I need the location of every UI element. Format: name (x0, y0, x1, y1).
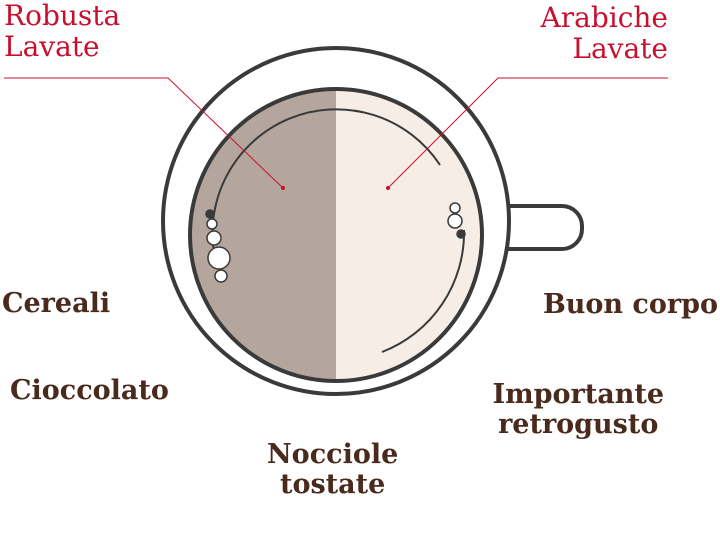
cup-handle (504, 204, 584, 251)
bubbles-right (447, 202, 466, 239)
arabiche-line1: Arabiche (540, 1, 668, 34)
note-buon-corpo: Buon corpo (542, 289, 718, 320)
robusta-line1: Robusta (4, 0, 121, 32)
nocciole-line2: tostate (279, 469, 386, 501)
arabiche-line2: Lavate (572, 32, 668, 66)
leader-dot-robusta (281, 186, 285, 190)
label-robusta-lavate: Robusta Lavate (4, 0, 120, 63)
nocciole-line1: Nocciole (267, 439, 399, 470)
bubbles-left (205, 209, 231, 283)
surface-arc-top (211, 108, 441, 259)
note-importante-retrogusto: Importante retrogusto (492, 379, 664, 441)
coffee-surface-outline (188, 87, 484, 383)
robusta-line2: Lavate (4, 30, 100, 64)
retrogusto-line1: Importante (492, 379, 664, 410)
leader-line-arabica (387, 77, 668, 189)
label-arabiche-lavate: Arabiche Lavate (541, 2, 668, 65)
note-cioccolato: Cioccolato (10, 375, 169, 406)
leader-line-robusta (4, 77, 284, 189)
note-cereali: Cereali (2, 288, 111, 319)
leader-dot-arabica (386, 186, 390, 190)
retrogusto-line2: retrogusto (498, 409, 659, 441)
note-nocciole-tostate: Nocciole tostate (267, 439, 399, 501)
surface-arc-bottom (381, 229, 466, 353)
